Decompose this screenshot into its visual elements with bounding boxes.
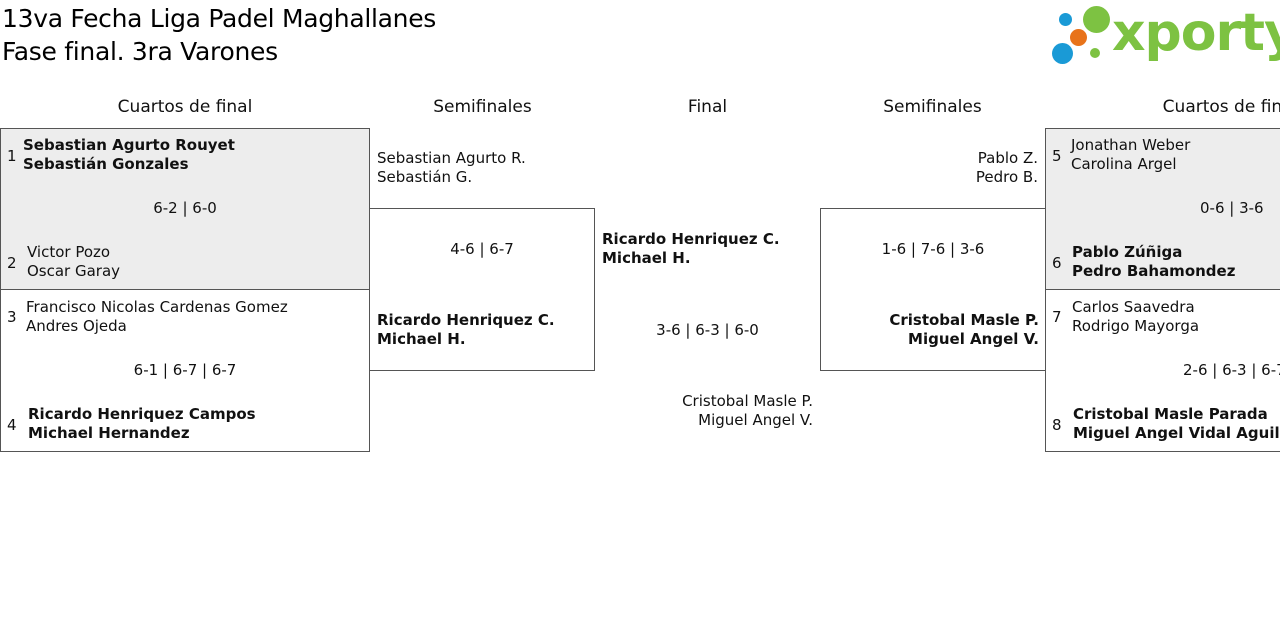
right-quarters-clip: 5 Jonathan Weber Carolina Argel 0-6 | 3-… — [1045, 128, 1280, 452]
player-name: Miguel Angel V. — [698, 411, 813, 429]
player-name: Cristobal Masle P. — [889, 311, 1039, 329]
seed-number: 7 — [1052, 308, 1062, 326]
seed-number: 5 — [1052, 147, 1062, 165]
team-loser: Victor Pozo Oscar Garay — [27, 243, 120, 281]
bracket-match-sf1[interactable] — [369, 208, 595, 371]
page-title: 13va Fecha Liga Padel Maghallanes — [2, 4, 437, 33]
match-score: 6-1 | 6-7 | 6-7 — [133, 361, 237, 379]
bracket-match-qf3[interactable] — [1045, 128, 1280, 290]
semifinal-team-top: Pablo Z. Pedro B. — [820, 149, 1038, 187]
column-header-left-semis: Semifinales — [433, 97, 532, 117]
player-name: Victor Pozo — [27, 243, 111, 261]
logo-dot-icon — [1070, 29, 1087, 46]
seed-number: 8 — [1052, 416, 1062, 434]
team-winner: Sebastian Agurto Rouyet Sebastián Gonzal… — [23, 136, 235, 174]
match-score: 0-6 | 3-6 — [1200, 199, 1264, 217]
player-name: Miguel Angel Vidal Aguilar — [1073, 424, 1280, 442]
player-name: Ricardo Henriquez C. — [377, 311, 555, 329]
player-name: Miguel Angel V. — [908, 330, 1039, 348]
match-score: 4-6 | 6-7 — [450, 240, 514, 258]
seed-number: 3 — [7, 308, 17, 326]
column-header-right-semis: Semifinales — [883, 97, 982, 117]
player-name: Sebastian Agurto Rouyet — [23, 136, 235, 154]
semifinal-team-top: Sebastian Agurto R. Sebastián G. — [377, 149, 526, 187]
player-name: Sebastián Gonzales — [23, 155, 189, 173]
team-loser: Carlos Saavedra Rodrigo Mayorga — [1072, 298, 1199, 336]
player-name: Rodrigo Mayorga — [1072, 317, 1200, 335]
logo-dot-icon — [1052, 43, 1073, 64]
team-loser: Francisco Nicolas Cardenas Gomez Andres … — [26, 298, 288, 336]
final-team-top: Ricardo Henriquez C. Michael H. — [602, 230, 780, 268]
logo-dot-icon — [1090, 48, 1100, 58]
match-score: 1-6 | 7-6 | 3-6 — [881, 240, 985, 258]
bracket-match-qf2[interactable] — [0, 289, 370, 452]
semifinal-team-bottom: Ricardo Henriquez C. Michael H. — [377, 311, 555, 349]
column-header-final: Final — [687, 97, 728, 117]
team-loser: Jonathan Weber Carolina Argel — [1071, 136, 1190, 174]
seed-number: 2 — [7, 254, 17, 272]
player-name: Jonathan Weber — [1071, 136, 1191, 154]
semifinal-team-bottom: Cristobal Masle P. Miguel Angel V. — [820, 311, 1039, 349]
player-name: Cristobal Masle Parada — [1073, 405, 1268, 423]
logo-dot-icon — [1059, 13, 1072, 26]
player-name: Michael H. — [602, 249, 691, 267]
seed-number: 6 — [1052, 254, 1062, 272]
player-name: Andres Ojeda — [26, 317, 127, 335]
player-name: Pablo Z. — [977, 149, 1038, 167]
final-score: 3-6 | 6-3 | 6-0 — [656, 321, 759, 339]
player-name: Sebastian Agurto R. — [377, 149, 526, 167]
match-score: 2-6 | 6-3 | 6-7 — [1183, 361, 1280, 379]
player-name: Carolina Argel — [1071, 155, 1177, 173]
player-name: Michael H. — [377, 330, 466, 348]
team-winner: Cristobal Masle Parada Miguel Angel Vida… — [1073, 405, 1280, 443]
player-name: Oscar Garay — [27, 262, 121, 280]
player-name: Ricardo Henriquez C. — [602, 230, 780, 248]
final-team-bottom: Cristobal Masle P. Miguel Angel V. — [595, 392, 813, 430]
seed-number: 4 — [7, 416, 17, 434]
player-name: Carlos Saavedra — [1072, 298, 1195, 316]
bracket-match-qf4[interactable] — [1045, 289, 1280, 452]
bracket-match-qf1[interactable] — [0, 128, 370, 290]
player-name: Pedro B. — [975, 168, 1038, 186]
player-name: Francisco Nicolas Cardenas Gomez — [26, 298, 288, 316]
seed-number: 1 — [7, 147, 17, 165]
match-score: 6-2 | 6-0 — [153, 199, 217, 217]
player-name: Michael Hernandez — [28, 424, 190, 442]
column-header-left-quarters: Cuartos de final — [117, 97, 253, 117]
player-name: Sebastián G. — [377, 168, 473, 186]
logo-text: xporty — [1112, 3, 1280, 63]
player-name: Cristobal Masle P. — [682, 392, 813, 410]
logo-dot-icon — [1083, 6, 1110, 33]
xporty-logo[interactable]: xporty — [1050, 2, 1280, 68]
column-header-right-quarters: Cuartos de final — [1162, 97, 1280, 117]
player-name: Pedro Bahamondez — [1072, 262, 1236, 280]
team-winner: Ricardo Henriquez Campos Michael Hernand… — [28, 405, 256, 443]
player-name: Pablo Zúñiga — [1072, 243, 1183, 261]
page-subtitle: Fase final. 3ra Varones — [2, 37, 278, 66]
player-name: Ricardo Henriquez Campos — [28, 405, 256, 423]
team-winner: Pablo Zúñiga Pedro Bahamondez — [1072, 243, 1235, 281]
